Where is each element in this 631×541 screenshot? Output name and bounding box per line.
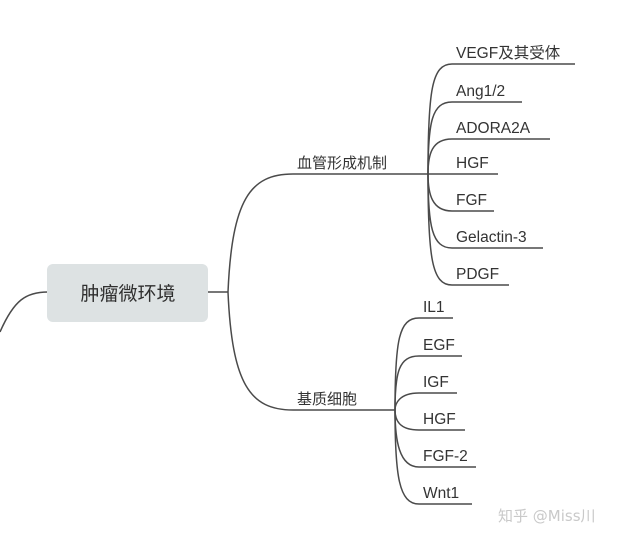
leaf-label: VEGF及其受体 bbox=[456, 44, 561, 62]
leaf-egf[interactable]: EGF bbox=[419, 337, 462, 357]
edge-root-branch-2 bbox=[227, 291, 294, 411]
leaf-label: IGF bbox=[423, 374, 449, 391]
root-node-label: 肿瘤微环境 bbox=[80, 283, 175, 305]
watermark: 知乎 @Miss川 bbox=[498, 507, 596, 525]
branch-1-children: VEGF及其受体 Ang1/2 ADORA2A HGF FGF Gelactin… bbox=[427, 44, 575, 286]
edge-leaf bbox=[394, 409, 420, 468]
leaf-label: HGF bbox=[456, 155, 489, 172]
leaf-adora2a[interactable]: ADORA2A bbox=[452, 120, 550, 140]
leaf-label: EGF bbox=[423, 337, 455, 354]
edge-root-branch-1 bbox=[227, 173, 294, 293]
leaf-igf[interactable]: IGF bbox=[419, 374, 457, 394]
root-node-box bbox=[47, 264, 208, 322]
branch-angiogenesis[interactable]: 血管形成机制 bbox=[293, 154, 410, 175]
leaf-wnt1[interactable]: Wnt1 bbox=[419, 485, 472, 505]
edge-leaf bbox=[427, 173, 453, 286]
edge-leaf bbox=[427, 173, 453, 212]
leaf-fgf-2[interactable]: FGF-2 bbox=[419, 448, 476, 468]
leaf-pdgf[interactable]: PDGF bbox=[452, 266, 509, 286]
leaf-label: Ang1/2 bbox=[456, 83, 505, 100]
leaf-label: IL1 bbox=[423, 299, 445, 316]
leaf-ang12[interactable]: Ang1/2 bbox=[452, 83, 522, 103]
branch-label: 血管形成机制 bbox=[297, 154, 387, 172]
leaf-label: FGF-2 bbox=[423, 448, 468, 465]
leaf-label: PDGF bbox=[456, 266, 499, 283]
edge-leaf bbox=[394, 409, 420, 431]
root-node[interactable]: 肿瘤微环境 bbox=[47, 264, 208, 322]
edge-leaf bbox=[427, 138, 453, 175]
edge-leaf bbox=[394, 317, 420, 411]
leaf-label: Gelactin-3 bbox=[456, 229, 527, 246]
branch-2-children: IL1 EGF IGF HGF FGF-2 Wnt1 bbox=[394, 299, 476, 505]
edge-parent bbox=[0, 291, 49, 333]
leaf-hgf-2[interactable]: HGF bbox=[419, 411, 465, 431]
edge-leaf bbox=[394, 409, 420, 505]
leaf-hgf[interactable]: HGF bbox=[452, 155, 498, 175]
leaf-vegf[interactable]: VEGF及其受体 bbox=[452, 44, 575, 65]
leaf-gelactin-3[interactable]: Gelactin-3 bbox=[452, 229, 543, 249]
leaf-il1[interactable]: IL1 bbox=[419, 299, 453, 319]
branch-label: 基质细胞 bbox=[297, 390, 357, 408]
leaf-label: Wnt1 bbox=[423, 485, 459, 502]
leaf-label: HGF bbox=[423, 411, 456, 428]
leaf-fgf[interactable]: FGF bbox=[452, 192, 494, 212]
branch-stromal-cells[interactable]: 基质细胞 bbox=[293, 390, 377, 411]
leaf-label: ADORA2A bbox=[456, 120, 531, 137]
edge-leaf bbox=[394, 355, 420, 411]
edge-leaf bbox=[427, 101, 453, 175]
leaf-label: FGF bbox=[456, 192, 487, 209]
edge-leaf bbox=[394, 392, 420, 411]
